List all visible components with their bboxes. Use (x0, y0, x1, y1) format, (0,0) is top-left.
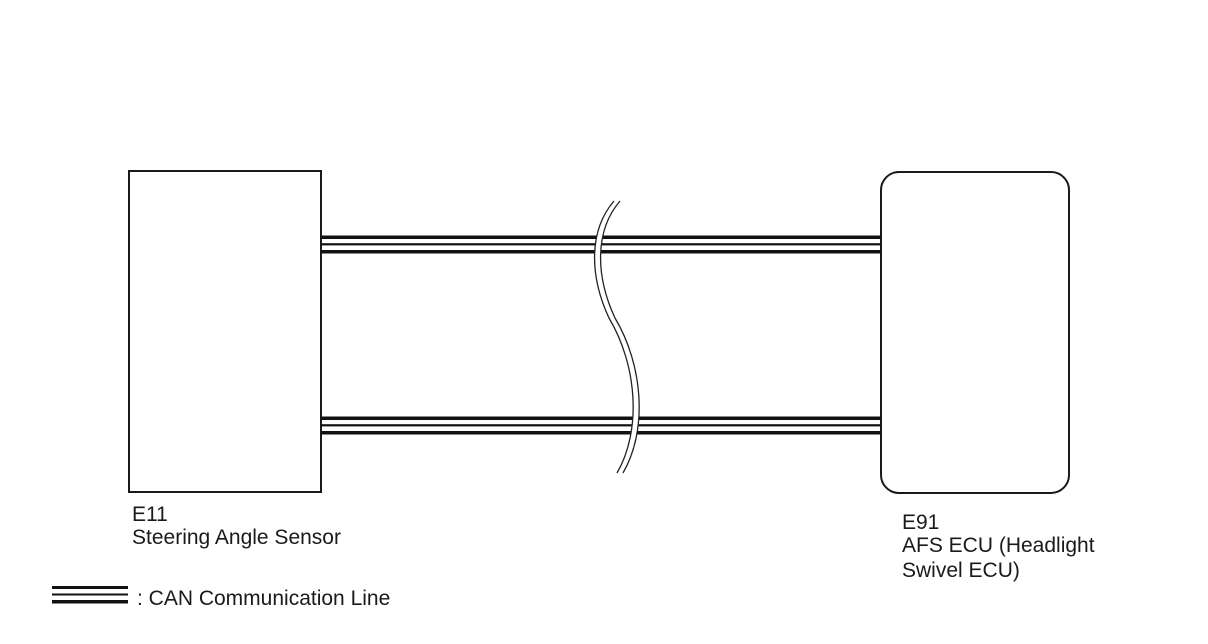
afs-ecu-code: E91 (902, 511, 940, 534)
line-break-mark (593, 199, 640, 475)
can-line-lower (321, 416, 881, 435)
legend-label: : CAN Communication Line (137, 587, 391, 610)
legend-can-line-symbol (52, 586, 128, 604)
steering-angle-sensor-box (128, 170, 322, 493)
afs-ecu-label: AFS ECU (Headlight Swivel ECU) (902, 534, 1095, 582)
afs-ecu-box (880, 171, 1070, 494)
steering-angle-sensor-code: E11 (132, 503, 168, 526)
steering-angle-sensor-label: Steering Angle Sensor (132, 526, 341, 549)
